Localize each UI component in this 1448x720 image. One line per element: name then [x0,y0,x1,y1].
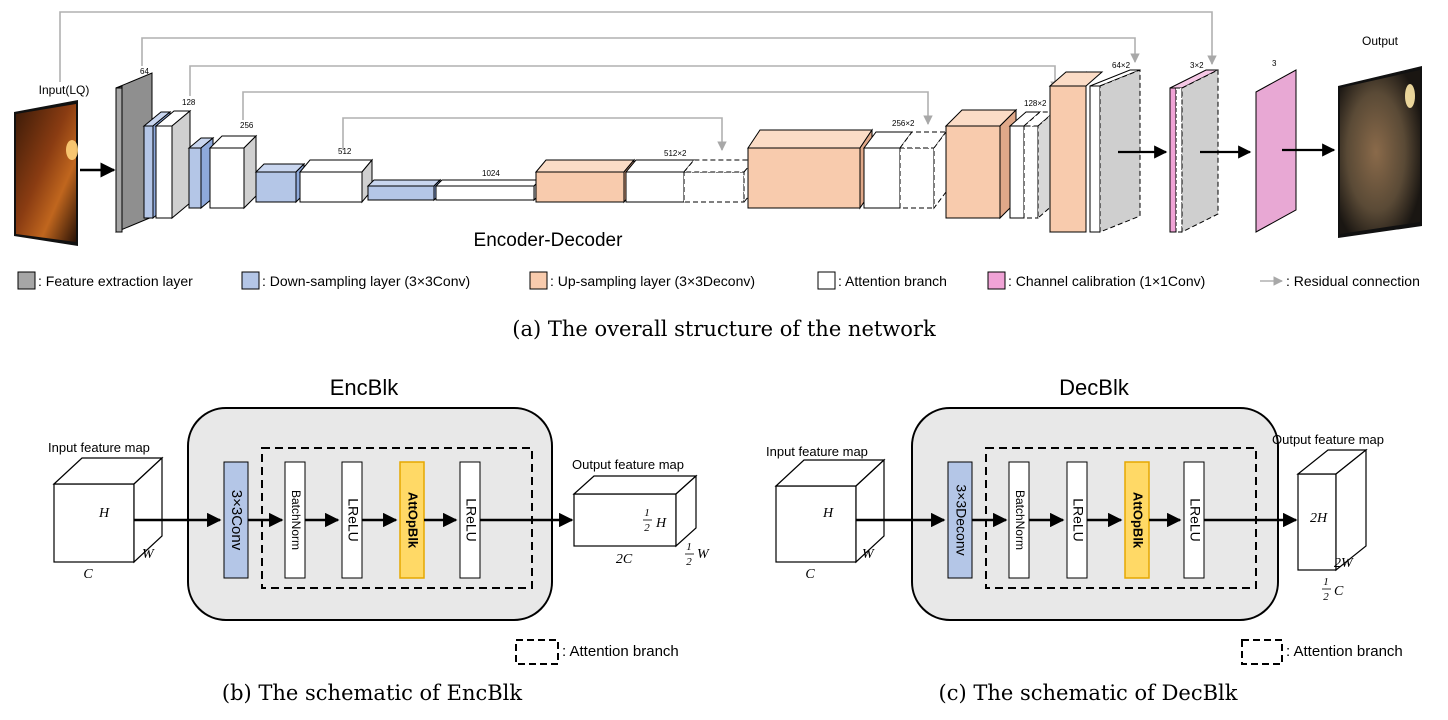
bottleneck-1024 [434,178,542,202]
svg-text:64: 64 [140,67,149,76]
enc-step-lrelu-1: LReLU [345,498,361,542]
enc-conv-box [223,461,249,579]
dec-input-label: Input feature map [766,444,868,459]
dec-block-512x2 [624,158,756,204]
svg-text:128×2: 128×2 [1024,99,1047,108]
svg-text:C: C [805,567,815,582]
svg-text:256×2: 256×2 [892,119,915,128]
svg-text:1: 1 [644,507,650,519]
decblk-attention-branch [985,447,1257,589]
channel-calibration-3 [1255,69,1297,233]
output-label: Output [1362,34,1399,48]
svg-text:: Attention branch: : Attention branch [838,273,947,289]
svg-text:H: H [822,506,834,521]
svg-text:W: W [862,547,875,562]
enc-out-w: 1 2 W [685,541,710,568]
svg-text:: Channel calibration (1×1Conv: : Channel calibration (1×1Conv) [1008,273,1205,289]
svg-text:W: W [142,547,155,562]
dec-step-batchnorm: BatchNorm [1013,490,1027,550]
enc-output-cube [572,474,698,548]
input-label: Input(LQ) [39,83,90,97]
svg-text:H: H [655,516,667,531]
enc-out-h: 1 2 H [643,507,667,534]
svg-text:128: 128 [182,98,196,107]
caption-c: (c) The schematic of DecBlk [939,681,1238,705]
dec-input-cube [774,458,886,564]
enc-output-label: Output feature map [572,457,684,472]
up-layer-1 [534,158,636,204]
enc-block-128 [154,109,192,220]
decoder-stack [534,69,1297,233]
svg-text:2: 2 [686,556,692,568]
feature-extraction-layer [115,72,153,233]
dec-output-label: Output feature map [1272,432,1384,447]
up-layer-2 [747,128,873,210]
enc-out-c: 2C [616,552,633,567]
dec-legend: : Attention branch [1286,643,1403,660]
dec-out-h: 2H [1310,511,1328,526]
svg-text:1024: 1024 [482,169,500,178]
dec-step-attopblk: AttOpBlk [1131,492,1146,549]
dec-conv-box [947,461,973,579]
enc-step-attopblk: AttOpBlk [406,492,421,549]
flow-arrows [1118,143,1336,159]
enc-block-256 [208,134,258,210]
svg-text:: Down-sampling layer (3×3Conv: : Down-sampling layer (3×3Conv) [262,273,470,289]
svg-text:2: 2 [1323,591,1329,603]
enc-input-label: Input feature map [48,440,150,455]
up-layer-3 [944,108,1018,220]
svg-text:256: 256 [240,121,254,130]
input-image [14,100,78,246]
svg-text:1: 1 [686,541,692,553]
encoder-decoder-label: Encoder-Decoder [474,230,624,251]
svg-text:1: 1 [1323,576,1329,588]
caption-a: (a) The overall structure of the network [512,317,936,341]
top-legend: : Feature extraction layer : Down-sampli… [17,271,1420,290]
decblk: DecBlk Input feature map H W C 3×3Deconv… [766,375,1403,705]
dec-output-cube [1296,448,1368,572]
svg-text:C: C [1334,584,1344,599]
dec-block-128x2 [1008,110,1056,220]
svg-text:: Residual connection: : Residual connection [1286,273,1420,289]
svg-text:: Up-sampling layer (3×3Deconv: : Up-sampling layer (3×3Deconv) [550,273,755,289]
svg-text:C: C [83,567,93,582]
svg-text:3×2: 3×2 [1190,61,1204,70]
dec-out-c: 1 2 C [1322,576,1344,603]
down-layer-3 [254,162,306,204]
dec-block-256x2 [863,130,947,210]
dec-out-w: 2W [1334,556,1354,571]
decblk-title: DecBlk [1059,375,1130,400]
svg-text:512×2: 512×2 [664,149,687,158]
enc-step-lrelu-2: LReLU [463,498,479,542]
svg-text:512: 512 [338,147,352,156]
dec-step-lrelu-1: LReLU [1070,498,1086,542]
channel-labels: 64 128 256 512 1024 512×2 256×2 128×2 64… [140,59,1277,178]
dec-step-lrelu-2: LReLU [1187,498,1203,542]
svg-text:: Feature extraction layer: : Feature extraction layer [38,273,193,289]
enc-input-cube [52,456,164,564]
residual-connections [59,11,1217,151]
enc-step-batchnorm: BatchNorm [289,490,303,550]
encblk-attention-branch [261,447,533,589]
svg-text:64×2: 64×2 [1112,61,1131,70]
up-layer-4 [1048,71,1104,233]
svg-text:2: 2 [644,522,650,534]
encoder-stack [115,72,542,233]
enc-block-512 [298,158,374,204]
down-layer-4 [366,178,442,202]
svg-text:W: W [697,547,710,562]
output-image [1338,66,1422,238]
svg-text:3: 3 [1272,59,1277,68]
encblk-title: EncBlk [330,375,399,400]
caption-b: (b) The schematic of EncBlk [222,681,523,705]
encblk: EncBlk Input feature map H W C 3×3Conv B… [48,375,710,705]
svg-text:H: H [98,506,110,521]
enc-conv-label: 3×3Conv [228,490,245,551]
dec-conv-label: 3×3Deconv [953,484,969,555]
enc-legend: : Attention branch [562,643,679,660]
